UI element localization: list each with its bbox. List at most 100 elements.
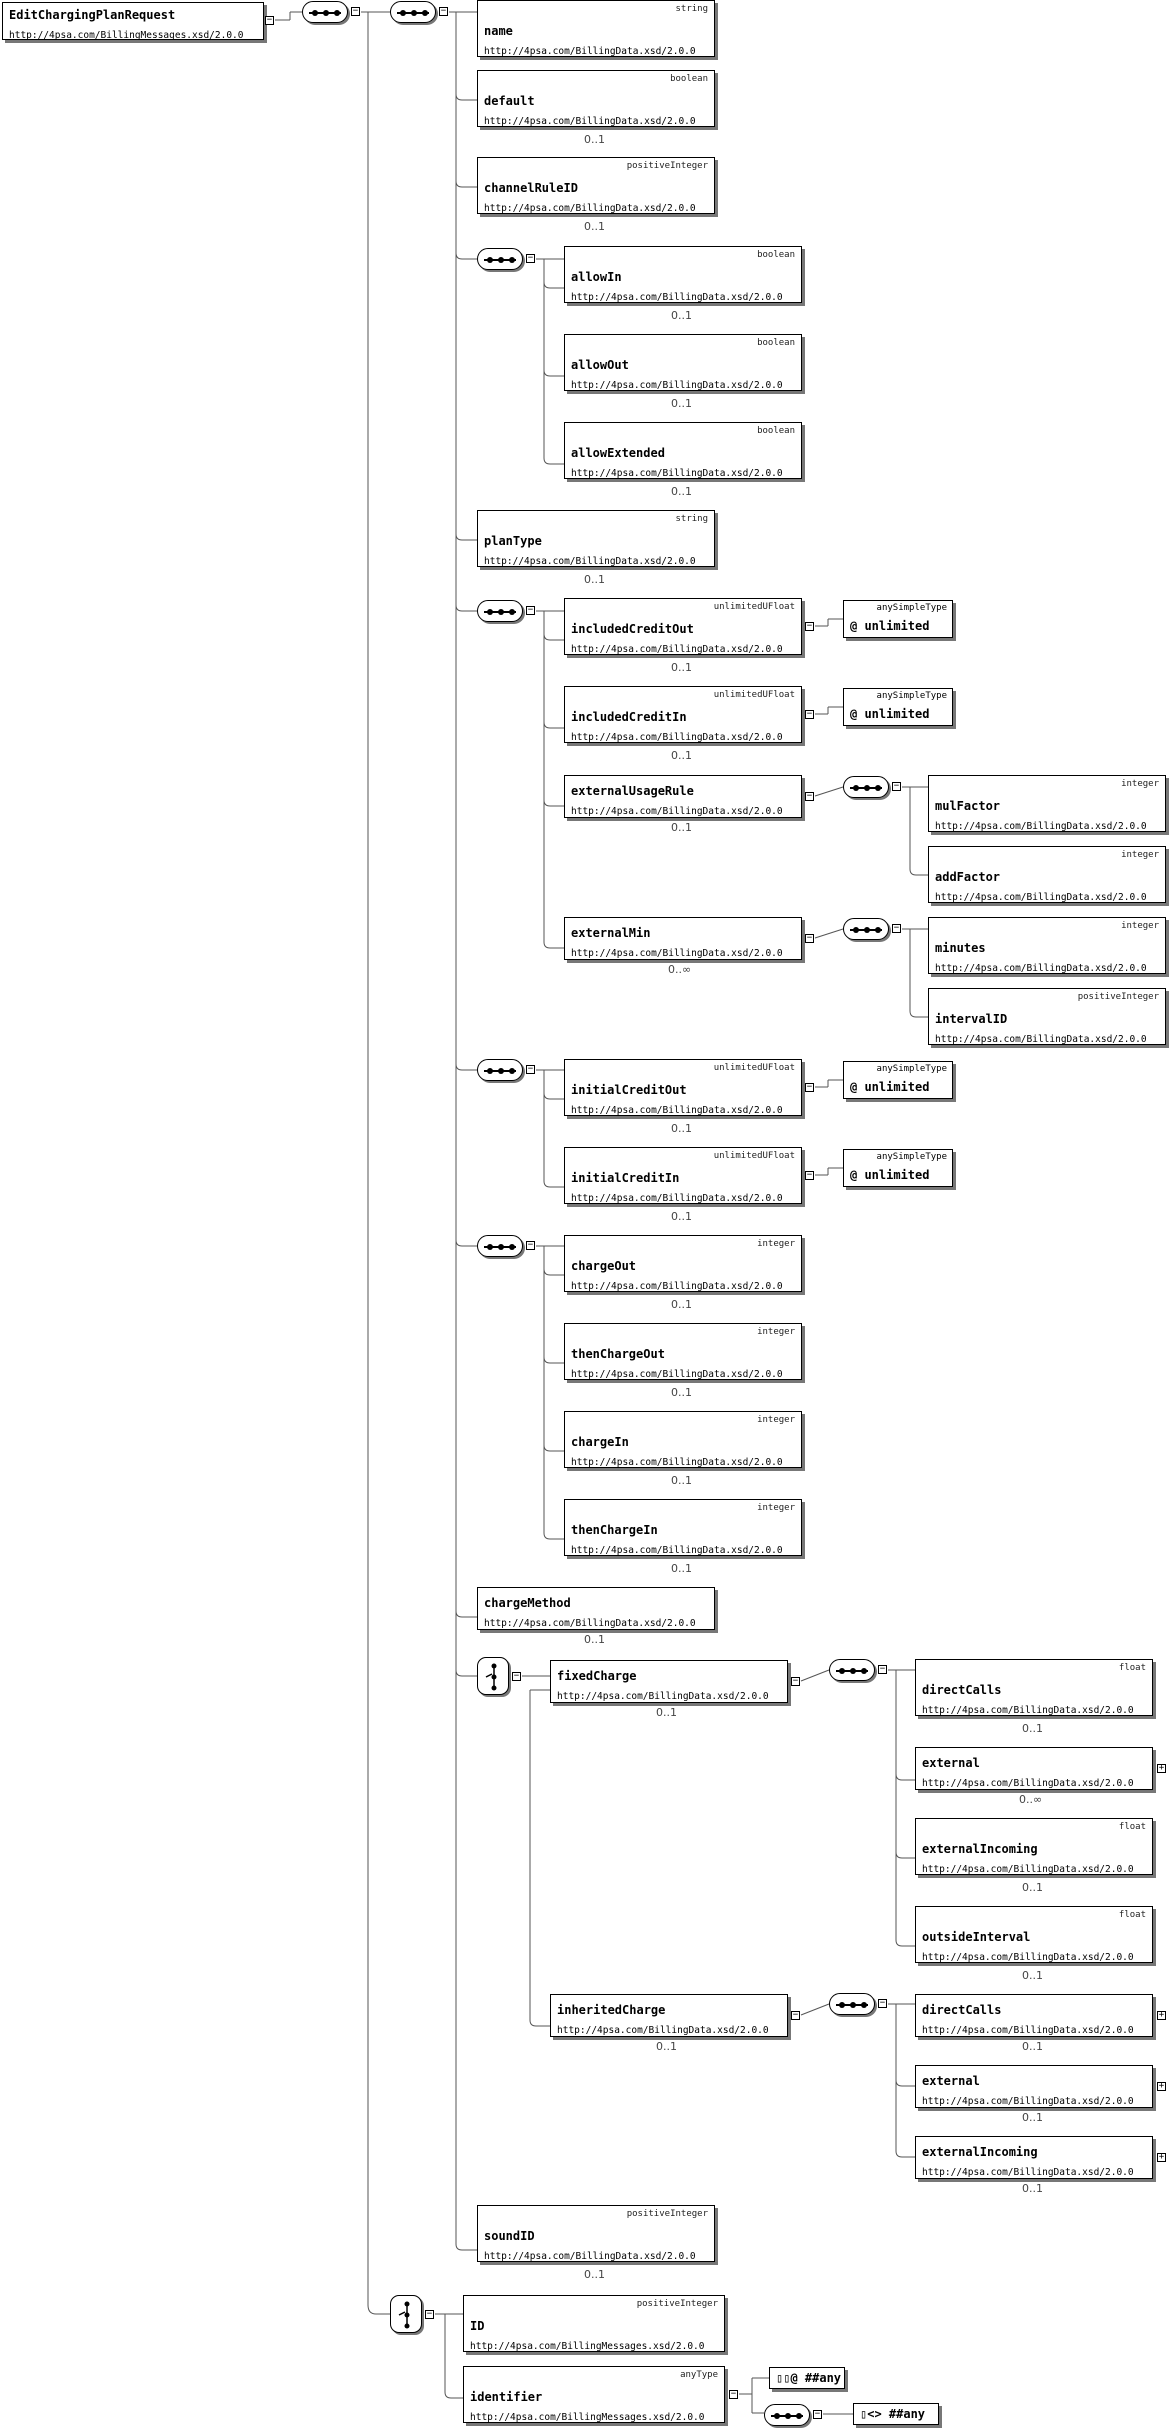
cardinality-label: 0..1 <box>1022 1881 1043 1894</box>
collapse-toggle-icon[interactable]: − <box>878 1664 887 1674</box>
collapse-toggle-icon[interactable]: − <box>526 1240 535 1250</box>
cardinality-label: 0..1 <box>671 1562 692 1575</box>
collapse-toggle-icon[interactable]: − <box>729 2389 738 2399</box>
cardinality-label: 0..1 <box>671 1210 692 1223</box>
cardinality-label: 0..1 <box>671 821 692 834</box>
collapse-toggle-icon[interactable]: − <box>805 1082 814 1092</box>
collapse-toggle-icon[interactable]: − <box>805 933 814 943</box>
cardinality-label: 0..1 <box>1022 1969 1043 1982</box>
expand-toggle-icon[interactable]: + <box>1157 1763 1166 1773</box>
collapse-toggle-icon[interactable]: − <box>892 923 901 933</box>
cardinality-label: 0..1 <box>584 1633 605 1646</box>
sequence-compositor-icon[interactable] <box>477 1059 523 1081</box>
expand-toggle-icon[interactable]: + <box>1157 2010 1166 2020</box>
collapse-toggle-icon[interactable]: − <box>791 1676 800 1686</box>
attribute-at-icon: @ <box>850 619 865 633</box>
sequence-compositor-icon[interactable] <box>829 1659 875 1681</box>
choice-compositor-icon[interactable] <box>390 2295 422 2333</box>
cardinality-label: 0..1 <box>1022 2040 1043 2053</box>
cardinality-label: 0..1 <box>671 1298 692 1311</box>
collapse-toggle-icon[interactable]: − <box>805 621 814 631</box>
element-namespace: http://4psa.com/BillingMessages.xsd/2.0.… <box>9 30 244 41</box>
union-type-box[interactable]: anySimpleType@ unlimited <box>843 1149 953 1187</box>
collapse-toggle-icon[interactable]: − <box>439 6 448 16</box>
collapse-toggle-icon[interactable]: − <box>512 1671 521 1681</box>
collapse-toggle-icon[interactable]: − <box>526 253 535 263</box>
sequence-compositor-icon[interactable] <box>302 1 348 23</box>
sequence-compositor-icon[interactable] <box>764 2404 810 2426</box>
collapse-toggle-icon[interactable]: − <box>805 791 814 801</box>
any-attribute-wildcard[interactable]: ▯▯@ ##any <box>769 2367 845 2389</box>
collapse-toggle-icon[interactable]: − <box>805 1170 814 1180</box>
cardinality-label: 0..1 <box>671 1122 692 1135</box>
cardinality-label: 0..1 <box>671 1474 692 1487</box>
union-type-box[interactable]: anySimpleType@ unlimited <box>843 1061 953 1099</box>
sequence-compositor-icon[interactable] <box>477 248 523 270</box>
union-type-box[interactable]: anySimpleType@ unlimited <box>843 600 953 638</box>
cardinality-label: 0..1 <box>656 1706 677 1719</box>
cardinality-label: 0..∞ <box>668 963 692 976</box>
union-type-box[interactable]: anySimpleType@ unlimited <box>843 688 953 726</box>
collapse-toggle-icon[interactable]: − <box>351 6 360 16</box>
collapse-toggle-icon[interactable]: − <box>265 15 274 25</box>
sequence-compositor-icon[interactable] <box>477 600 523 622</box>
cardinality-label: 0..∞ <box>1019 1793 1043 1806</box>
choice-compositor-icon[interactable] <box>477 1657 509 1695</box>
expand-toggle-icon[interactable]: + <box>1157 2152 1166 2162</box>
any-element-wildcard[interactable]: ▯<> ##any <box>853 2403 939 2425</box>
sequence-compositor-icon[interactable] <box>843 776 889 798</box>
cardinality-label: 0..1 <box>671 1386 692 1399</box>
root-element-box[interactable]: EditChargingPlanRequest http://4psa.com/… <box>2 2 264 41</box>
collapse-toggle-icon[interactable]: − <box>805 709 814 719</box>
collapse-toggle-icon[interactable]: − <box>425 2309 434 2319</box>
collapse-toggle-icon[interactable]: − <box>526 1064 535 1074</box>
collapse-toggle-icon[interactable]: − <box>892 781 901 791</box>
collapse-toggle-icon[interactable]: − <box>526 605 535 615</box>
collapse-toggle-icon[interactable]: − <box>813 2409 822 2419</box>
cardinality-label: 0..1 <box>671 485 692 498</box>
wildcard-element-icon: ▯<> <box>860 2407 889 2421</box>
sequence-compositor-icon[interactable] <box>477 1235 523 1257</box>
collapse-toggle-icon[interactable]: − <box>878 1998 887 2008</box>
sequence-compositor-icon[interactable] <box>843 918 889 940</box>
sequence-compositor-icon[interactable] <box>829 1993 875 2015</box>
expand-toggle-icon[interactable]: + <box>1157 2081 1166 2091</box>
sequence-compositor-icon[interactable] <box>390 1 436 23</box>
collapse-toggle-icon[interactable]: − <box>791 2010 800 2020</box>
